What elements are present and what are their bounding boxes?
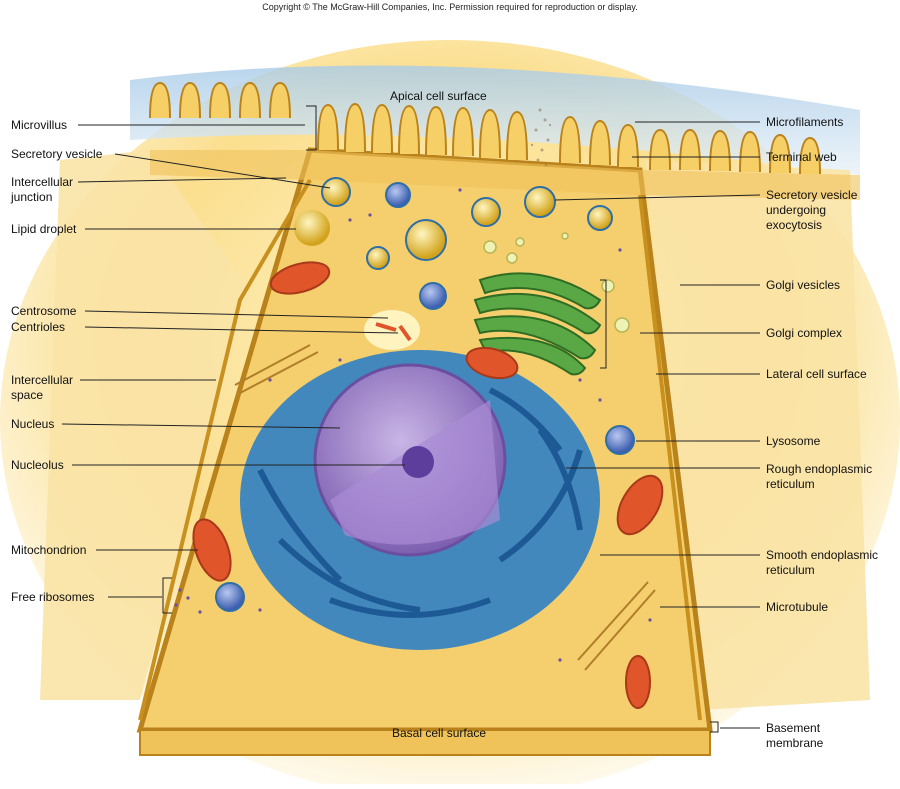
lateral-membrane-right xyxy=(638,194,702,721)
label-rough-er: Rough endoplasmic reticulum xyxy=(766,462,873,491)
basal-surface-label: Basal cell surface xyxy=(392,726,487,740)
mitochondria xyxy=(192,261,664,709)
secretory-vesicles xyxy=(321,177,613,270)
nucleolus-shape xyxy=(402,446,434,478)
label-microtubule: Microtubule xyxy=(766,600,829,614)
microtubules xyxy=(234,344,656,671)
label-smooth-er: Smooth endoplasmic reticulum xyxy=(766,548,879,577)
label-centrosome: Centrosome xyxy=(11,304,77,318)
leader-lines xyxy=(61,105,761,733)
label-secretory-vesicle: Secretory vesicle xyxy=(11,147,103,161)
label-lipid-droplet: Lipid droplet xyxy=(11,222,77,236)
label-nucleus: Nucleus xyxy=(11,417,55,431)
lateral-membrane-left xyxy=(138,178,312,721)
copyright-notice: Copyright © The McGraw-Hill Companies, I… xyxy=(262,2,638,12)
er-cisternae xyxy=(257,387,583,618)
label-secretory-vesicle-exocytosis: Secretory vesicle undergoing exocytosis xyxy=(766,188,858,232)
label-terminal-web: Terminal web xyxy=(766,150,837,164)
label-basement-membrane: Basement membrane xyxy=(766,721,824,750)
apical-surface-label: Apical cell surface xyxy=(390,89,487,103)
golgi-vesicles-shape xyxy=(483,232,630,333)
golgi-complex-shape xyxy=(473,272,602,376)
exocytosis-spray xyxy=(530,108,552,167)
label-microvillus: Microvillus xyxy=(11,118,68,132)
basal-surface xyxy=(139,729,711,756)
label-lateral-cell-surface: Lateral cell surface xyxy=(766,367,867,381)
lipid-droplet-shape xyxy=(294,210,330,246)
label-centrioles: Centrioles xyxy=(11,320,66,334)
lysosomes xyxy=(215,182,635,612)
label-nucleolus: Nucleolus xyxy=(11,458,64,472)
label-free-ribosomes: Free ribosomes xyxy=(11,590,95,604)
label-intercellular-space: Intercellular space xyxy=(11,373,74,402)
label-lysosome: Lysosome xyxy=(766,434,821,448)
apical-face xyxy=(150,150,860,200)
label-microfilaments: Microfilaments xyxy=(766,115,844,129)
label-intercellular-junction: Intercellular junction xyxy=(11,175,74,204)
label-golgi-vesicles: Golgi vesicles xyxy=(766,278,841,292)
centrioles-shape xyxy=(375,322,412,342)
free-ribosomes-shape xyxy=(174,188,652,662)
neighbor-cell-right xyxy=(645,160,870,710)
label-mitochondrion: Mitochondrion xyxy=(11,543,87,557)
label-golgi-complex: Golgi complex xyxy=(766,326,843,340)
